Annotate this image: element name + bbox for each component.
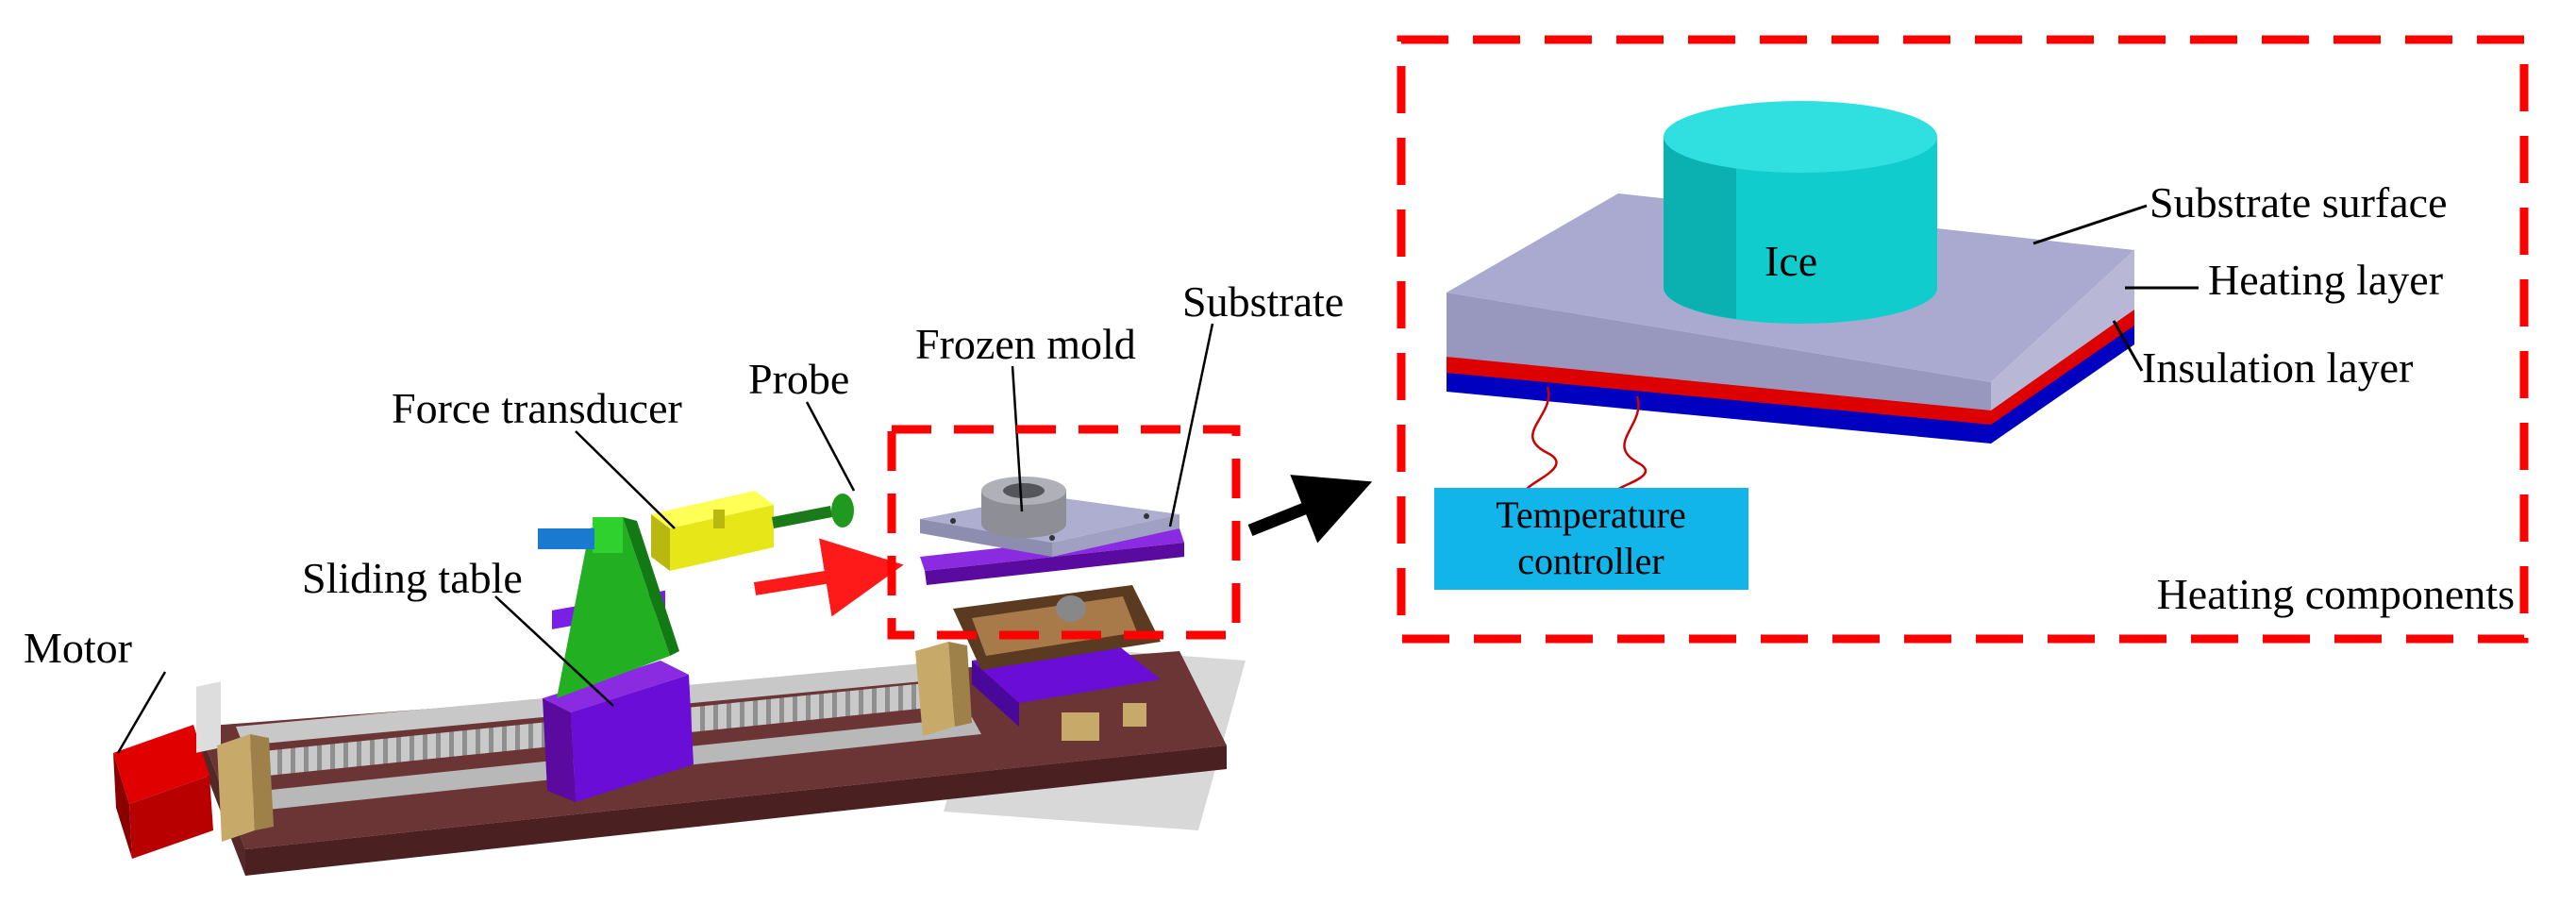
sliding-table-label: Sliding table xyxy=(302,554,523,602)
heating-components-caption: Heating components xyxy=(2157,570,2515,618)
motor-label: Motor xyxy=(24,624,132,672)
force-transducer-label: Force transducer xyxy=(392,384,682,432)
frozen-mold-cylinder xyxy=(981,477,1066,538)
zoom-arrow xyxy=(1247,475,1373,544)
probe-rod xyxy=(772,494,854,528)
insulation-layer-label: Insulation layer xyxy=(2142,343,2413,392)
force-transducer-body xyxy=(538,491,774,571)
temperature-controller-label-line1: Temperature xyxy=(1496,494,1686,536)
bracket xyxy=(557,517,679,698)
heating-layer-label: Heating layer xyxy=(2208,256,2443,304)
probe-label: Probe xyxy=(748,355,849,403)
substrate-surface-label: Substrate surface xyxy=(2149,178,2448,226)
frozen-mold-label: Frozen mold xyxy=(915,320,1136,368)
controller-wires xyxy=(1522,386,1648,494)
heating-components-panel: Ice Temperature controller Substrate sur… xyxy=(1397,35,2529,644)
test-stage xyxy=(920,477,1184,741)
stage-highlight-box xyxy=(887,425,1241,640)
load-direction-arrow xyxy=(753,538,904,617)
ice-cylinder xyxy=(1664,101,1937,324)
far-bearing-block xyxy=(915,642,972,736)
motor-body xyxy=(113,681,221,859)
panel-leader-lines xyxy=(2032,204,2199,372)
temperature-controller-label-line2: controller xyxy=(1517,540,1664,582)
leader-lines xyxy=(116,323,1214,754)
substrate-label: Substrate xyxy=(1182,277,1344,326)
end-bearing-block xyxy=(217,734,274,842)
temperature-controller: Temperature controller xyxy=(1434,488,1748,590)
test-rig: Motor Sliding table Force transducer Pro… xyxy=(24,277,1344,876)
ice-label: Ice xyxy=(1765,237,1817,285)
